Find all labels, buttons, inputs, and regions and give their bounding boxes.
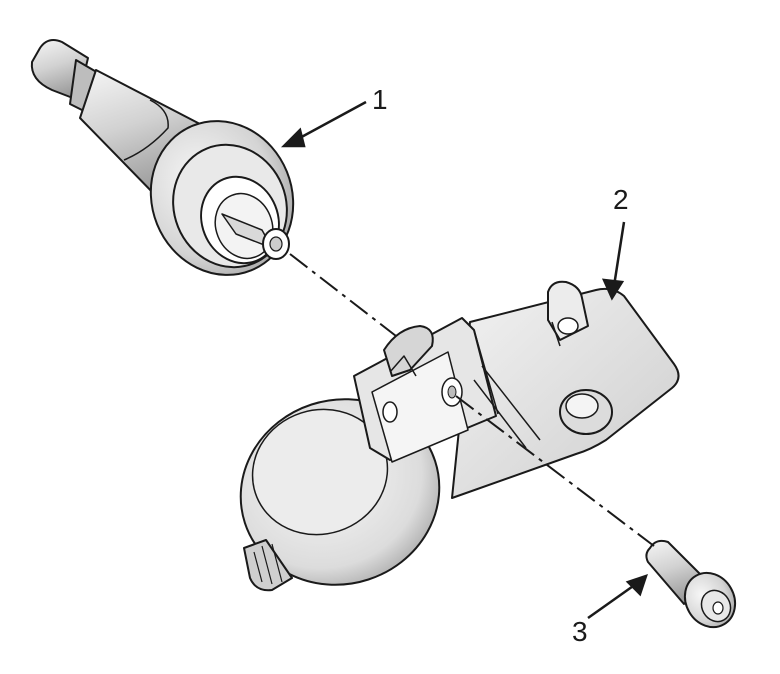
mount-block-face — [371, 351, 469, 463]
callout-label-1: 1 — [372, 84, 388, 115]
callout-label-2: 2 — [613, 184, 629, 215]
arrow-1 — [295, 100, 367, 142]
sensor-antenna — [243, 539, 293, 592]
alignment-line-screw — [455, 395, 655, 547]
arrow-2 — [612, 221, 626, 287]
valve-stem — [30, 39, 295, 276]
retaining-screw — [645, 539, 737, 629]
callout-arrows — [280, 100, 648, 620]
arrow-3 — [587, 582, 637, 620]
alignment-line-stem — [289, 253, 397, 337]
mount-clip — [383, 325, 434, 377]
alignment-lines — [289, 253, 655, 547]
callout-label-3: 3 — [572, 616, 588, 647]
tpms-sensor-assembly — [239, 280, 680, 592]
valve-stem-groove — [123, 99, 169, 161]
